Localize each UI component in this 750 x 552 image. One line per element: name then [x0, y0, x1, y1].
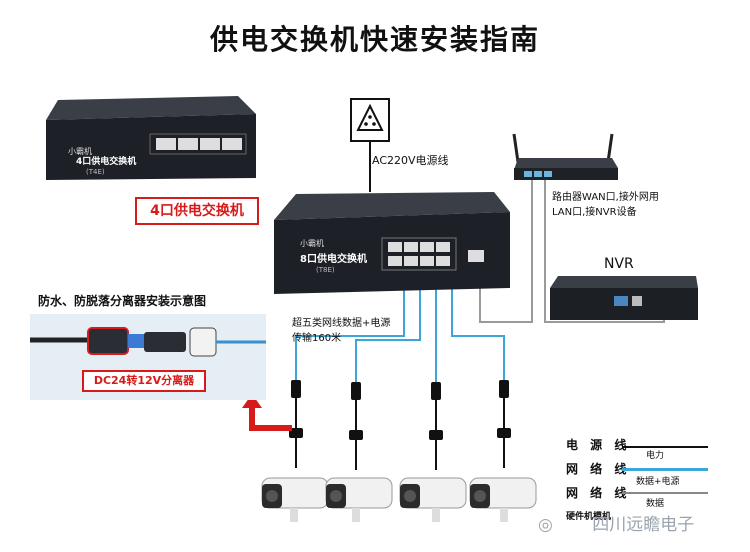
router-description: 路由器WAN口,接外网用 LAN口,接NVR设备	[552, 190, 659, 220]
switch8-brand: 小霸机	[300, 239, 324, 248]
uplink-line	[479, 174, 533, 323]
legend-label-poe: 网 络 线	[566, 462, 631, 476]
red-arrow	[249, 406, 292, 431]
poe-line-2	[355, 286, 421, 382]
router-desc-line2: LAN口,接NVR设备	[552, 207, 637, 218]
switch-8port	[274, 192, 510, 294]
power-label: AC220V电源线	[372, 154, 449, 167]
switch4-sub: (T4E)	[86, 168, 105, 176]
router-desc-line1: 路由器WAN口,接外网用	[552, 192, 659, 203]
legend-caption: 硬件机模机	[566, 512, 612, 522]
legend-tag-power: 电力	[646, 451, 665, 461]
switch-4port	[46, 96, 256, 180]
watermark-text: 四川远瞻电子	[592, 515, 695, 535]
cable-line1: 超五类网线数据+电源	[292, 318, 391, 329]
legend-tag-data: 数据	[646, 499, 665, 509]
power-outlet-icon	[350, 98, 390, 142]
camera-4	[469, 477, 537, 522]
cable-line2: 传输160米	[292, 333, 342, 344]
page-title: 供电交换机快速安装指南	[209, 23, 540, 56]
legend-swatch-data	[622, 492, 708, 494]
camera-3	[399, 477, 467, 522]
nvr-device	[550, 276, 698, 320]
legend-tag-poe: 数据+电源	[636, 477, 680, 487]
switch4-label: 4口供电交换机	[76, 157, 137, 167]
separator-connector-icon	[30, 327, 266, 357]
poe-line-1	[295, 286, 405, 380]
switch4-badge: 4口供电交换机	[135, 197, 259, 225]
legend-swatch-poe	[622, 468, 708, 471]
legend-label-power: 电 源 线	[566, 438, 631, 452]
watermark: ◎ 四川远瞻电子	[538, 510, 694, 535]
camera-1	[261, 477, 329, 522]
switch8-label: 8口供电交换机	[300, 254, 367, 265]
router-icon	[512, 133, 618, 180]
poe-line-4	[451, 286, 505, 380]
cable-description: 超五类网线数据+电源传输160米	[292, 316, 390, 346]
camera-2	[325, 477, 393, 522]
legend-swatch-power	[622, 446, 708, 448]
separator-title: 防水、防脱落分离器安装示意图	[38, 294, 207, 308]
switch4-brand: 小霸机	[68, 147, 92, 156]
nvr-label: NVR	[604, 256, 634, 272]
wechat-icon: ◎	[538, 515, 553, 535]
switch8-sub: (T8E)	[316, 266, 335, 274]
legend-label-data: 网 络 线	[566, 486, 631, 500]
separator-badge: DC24转12V分离器	[82, 370, 206, 392]
